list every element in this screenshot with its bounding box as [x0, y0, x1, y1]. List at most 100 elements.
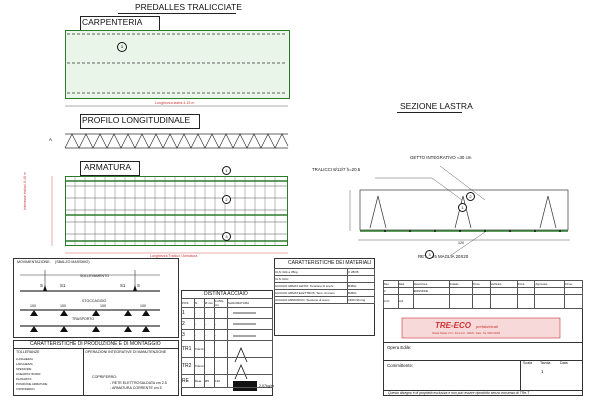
material-label: ACCIAIO ARMAT.LENTA: Tensione di snerv.: [274, 282, 348, 290]
code-cell: [448, 294, 473, 309]
cartiglio-footer: Questo disegno è di proprietà esclusiva …: [388, 390, 530, 395]
rev-header: Verificato: [489, 280, 518, 288]
main-title: PREDALLES TRALICCIATE: [135, 2, 242, 12]
tolleranza-row: SPESSORE: [16, 367, 32, 371]
material-value: 1500 N/mmq: [347, 296, 375, 304]
pos-cell: 3: [181, 329, 195, 341]
profilo-title: PROFILO LONGITUDINALE: [82, 115, 191, 125]
table-row: ACCIAIO ARMONICO: Tensione di snerv. 150…: [274, 296, 375, 304]
shape-cell: [227, 340, 273, 358]
carpenteria-marker: 1: [117, 42, 127, 52]
d-cell: -: [204, 329, 215, 341]
n-cell: Traliccio: [194, 340, 205, 358]
rev-header: Descrizione: [412, 280, 450, 288]
opera-label: Opera Edile:: [387, 345, 412, 350]
l-cell: -: [214, 329, 228, 341]
data-label: Data: [560, 361, 568, 365]
d-cell: -: [204, 307, 215, 319]
copriferro-line: - ARMATURA CORRENTE cm 5: [110, 386, 162, 390]
tolleranza-row: LINEARITA' BORDI: [16, 372, 41, 376]
profilo-title-box: [80, 114, 200, 129]
col-header: POS.: [181, 298, 195, 308]
cartiglio-col-divider: [520, 360, 521, 390]
table-row: TR2 Traliccio: [181, 357, 273, 375]
table-row: 3 - - -: [181, 329, 273, 341]
material-label: ACCIAIO ARMONICO: Tensione di snerv.: [274, 296, 348, 304]
code-cell: LCO: [383, 294, 399, 309]
col-header: LUNG. cm: [214, 298, 228, 308]
materiali-table: CLS: Rck ≥ 35kg C 28/35 CLS: Rctc ACCIAI…: [274, 268, 375, 304]
tolleranze-list: LUNGHEZZA LARGHEZZA SPESSORE LINEARITA' …: [16, 357, 47, 392]
materiali-title: CARATTERISTICHE DEI MATERIALI: [288, 260, 372, 266]
n-cell: -: [194, 307, 205, 319]
sezione-marker: 1: [458, 203, 467, 212]
rev-cell: [564, 287, 583, 295]
code-cell: [471, 294, 491, 309]
n-cell: Rete: [194, 374, 205, 388]
code-cell: LA1: [397, 294, 414, 309]
pos-cell: 2: [181, 318, 195, 330]
cartiglio-divider: [383, 342, 583, 343]
d-cell: -: [204, 318, 215, 330]
tolleranza-row: LARGHEZZA: [16, 362, 33, 366]
company-sub: prefabbricati: [476, 324, 499, 329]
d-cell: Ø5: [204, 374, 215, 388]
tolleranza-row: LUNGHEZZA: [16, 357, 33, 361]
dim-label: 100: [60, 304, 66, 308]
n-cell: -: [194, 329, 205, 341]
sollevamento-label: SOLLEVAMENTO: [80, 274, 110, 278]
rev-cell: 0: [383, 287, 399, 295]
operazioni-label: OPERAZIONI INTEGRATIVE DI MANUTENZIONE: [85, 350, 167, 354]
sezione-getto-label: GETTO INTEGRATIVO =30 cm: [410, 155, 472, 160]
material-value: B450c: [347, 282, 375, 290]
table-row: 2 - - -: [181, 318, 273, 330]
rev-cell: [534, 287, 566, 295]
stoccaggio-label: STOCCAGGIO: [82, 299, 107, 303]
distinta-weight: 2.07kg/m: [259, 384, 274, 388]
pos-cell: 1: [181, 307, 195, 319]
sezione-dimension: 120: [458, 241, 464, 245]
produzione-divider: [13, 348, 179, 349]
armatura-marker: 3: [222, 232, 231, 241]
code-cell: [489, 294, 518, 309]
label-s: S: [40, 283, 43, 288]
tolleranze-label: TOLLERANZE: [16, 350, 40, 354]
l-cell: [214, 357, 228, 375]
col-header: SAGOMATURA: [227, 298, 273, 308]
d-cell: [204, 340, 215, 358]
distinta-title: DISTINTA ACCIAIO: [204, 291, 248, 297]
table-row: LCO LA1: [383, 294, 583, 309]
armatura-title: ARMATURA: [84, 162, 132, 172]
armatura-side-dimension: Interasse tralicci 0.40 m: [23, 172, 27, 210]
n-cell: Traliccio: [194, 357, 205, 375]
shape-cell: [227, 318, 273, 330]
carpenteria-dimension: Lunghezza lastra 4.15 m: [155, 101, 195, 105]
code-cell: [412, 294, 450, 309]
rev-cell: [471, 287, 491, 295]
l-cell: 120: [214, 374, 228, 388]
distinta-table: POS. N. Ø mm LUNG. cm SAGOMATURA 1 - - -…: [181, 298, 273, 388]
material-value: [347, 275, 375, 283]
label-s: S: [137, 283, 140, 288]
cartiglio-divider: [383, 390, 583, 391]
rev-cell: EMISSIONE: [412, 287, 450, 295]
sezione-marker: 3: [425, 250, 434, 259]
rev-header: Firma: [471, 280, 491, 288]
copriferro-line: - RETE ELETTROSALDATA cm 2.5: [110, 381, 167, 385]
rev-cell: [489, 287, 518, 295]
tolleranza-row: PLANARITA': [16, 377, 32, 381]
shape-cell: [227, 329, 273, 341]
tavola-value: 1: [541, 369, 544, 374]
shape-cell: [227, 307, 273, 319]
scala-label: Scala: [523, 361, 532, 365]
armatura-title-box: [80, 161, 140, 176]
produzione-col-divider: [83, 348, 84, 396]
movimentazione-panel: [13, 258, 179, 338]
rev-header: Firma: [564, 280, 583, 288]
armatura-dimension: Lunghezza Tralicci / Armatura: [150, 254, 198, 258]
company-logo: TRE-ECO: [435, 321, 471, 330]
l-cell: [214, 340, 228, 358]
armatura-marker: 1: [222, 166, 231, 175]
table-row: 1 - - -: [181, 307, 273, 319]
material-label: CLS: Rck ≥ 35kg: [274, 268, 348, 276]
